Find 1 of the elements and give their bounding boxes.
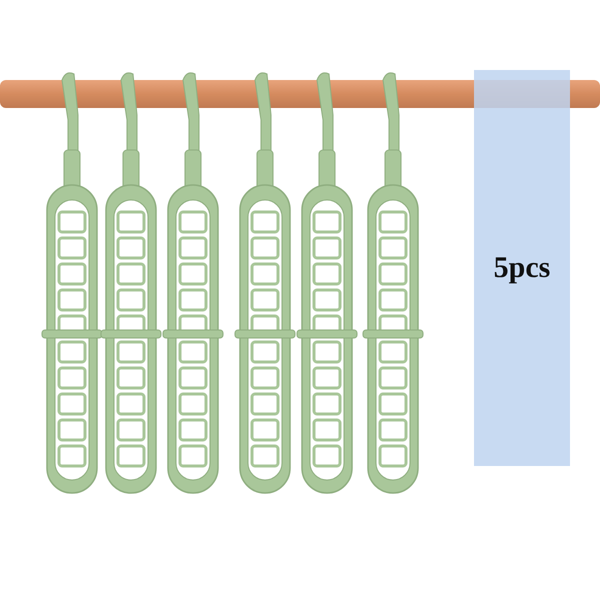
quantity-label: 5pcs (494, 251, 550, 285)
